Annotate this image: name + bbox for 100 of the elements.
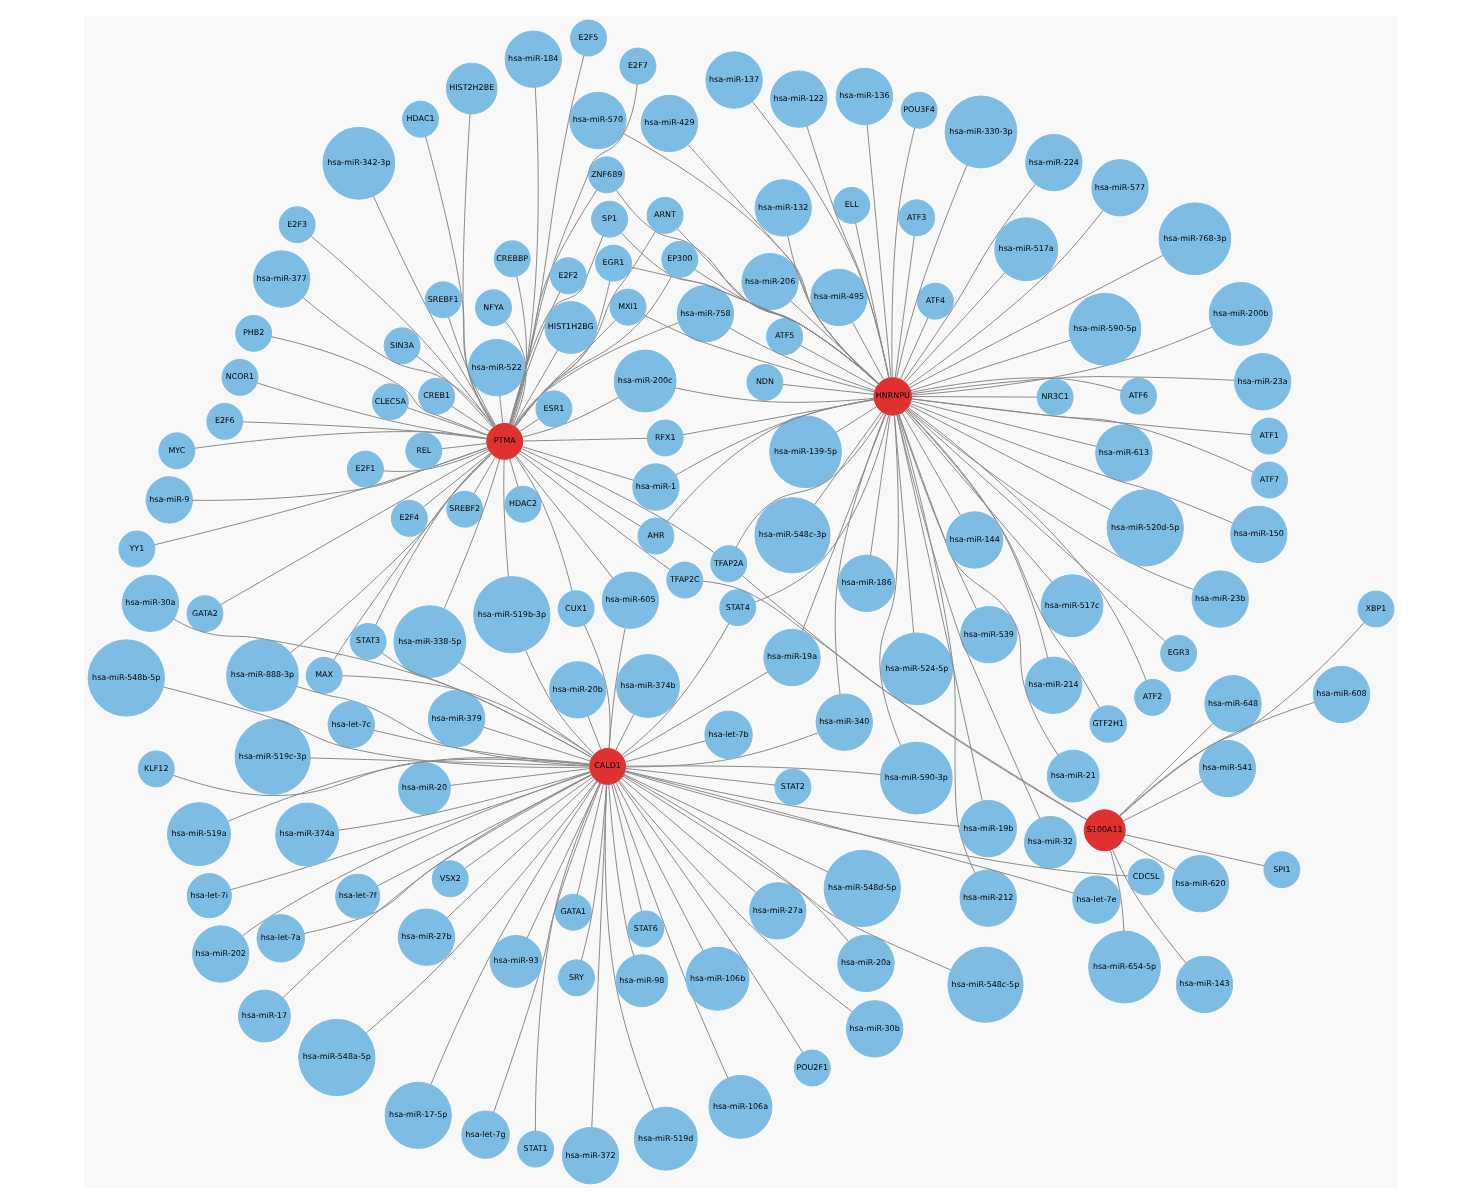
connector: [896, 414, 983, 802]
connector: [910, 339, 1072, 392]
connector: [509, 55, 585, 425]
connector: [230, 772, 591, 891]
connector: [625, 732, 819, 768]
connector: [256, 382, 488, 440]
connector: [676, 228, 879, 384]
connector: [834, 413, 886, 695]
connector: [448, 316, 496, 426]
connector: [515, 230, 657, 428]
connector: [910, 400, 1097, 447]
connector: [616, 189, 879, 384]
connector: [509, 83, 638, 425]
connector: [583, 624, 611, 749]
connector: [904, 410, 1053, 583]
connector: [615, 782, 704, 952]
connector: [687, 144, 879, 385]
connector: [194, 431, 488, 449]
connector: [525, 650, 595, 755]
connector: [893, 415, 915, 634]
connector: [675, 398, 875, 476]
connector: [509, 189, 598, 425]
connector: [675, 387, 875, 403]
connector: [621, 777, 757, 893]
connector: [907, 408, 1194, 591]
connector: [591, 783, 608, 1128]
connector: [894, 235, 915, 379]
connector: [509, 458, 519, 488]
connector: [296, 685, 590, 767]
connector: [729, 327, 876, 392]
connector: [622, 133, 879, 385]
connector: [514, 275, 673, 427]
connector: [587, 715, 602, 750]
connector: [903, 183, 1037, 382]
connector: [310, 235, 495, 428]
connector: [801, 413, 887, 632]
connector: [173, 618, 593, 758]
connector: [896, 164, 968, 379]
connector: [407, 407, 488, 436]
connector: [694, 269, 879, 384]
connector: [242, 421, 488, 440]
connector: [906, 408, 1166, 642]
connector: [519, 418, 540, 432]
connector: [608, 627, 626, 749]
connector: [309, 757, 591, 767]
connector: [622, 671, 768, 758]
connector: [493, 782, 602, 1113]
connector: [617, 780, 804, 1054]
connector: [522, 437, 648, 442]
connector: [521, 396, 620, 438]
connector: [521, 446, 635, 481]
connector: [806, 125, 890, 379]
connector: [835, 406, 878, 433]
connector: [911, 396, 1038, 398]
connector: [896, 414, 1041, 820]
connector: [449, 768, 591, 786]
connector: [441, 442, 488, 450]
connector: [464, 776, 594, 869]
connector: [473, 456, 496, 495]
connector: [163, 686, 590, 768]
connector: [682, 399, 875, 436]
connector: [624, 770, 1075, 894]
connector: [613, 783, 729, 1079]
connector: [282, 774, 592, 999]
connector: [621, 623, 730, 756]
connector: [483, 726, 591, 762]
connector: [376, 774, 593, 887]
connector: [905, 272, 1006, 383]
connector: [509, 291, 561, 425]
connector: [615, 713, 635, 751]
connector: [623, 773, 829, 873]
connector: [372, 195, 496, 427]
connector: [1119, 701, 1315, 817]
connector: [1109, 849, 1125, 932]
connector: [852, 322, 885, 381]
connector: [430, 781, 598, 1085]
connector: [333, 453, 492, 661]
connector: [625, 765, 882, 775]
connector: [375, 453, 492, 626]
connector: [624, 770, 961, 827]
connector: [604, 784, 655, 1110]
connector: [513, 322, 679, 427]
connector: [911, 398, 1254, 473]
connector: [905, 409, 1100, 709]
connector: [608, 784, 635, 957]
connector: [909, 255, 1164, 388]
connector: [504, 320, 527, 426]
connector: [900, 317, 929, 380]
connector: [526, 782, 601, 939]
connector: [870, 414, 891, 556]
connector: [1124, 834, 1265, 867]
connector: [515, 280, 611, 428]
connector: [1122, 780, 1203, 822]
connector: [576, 783, 604, 896]
connector: [446, 778, 595, 919]
connector: [451, 405, 491, 432]
connector: [897, 414, 976, 874]
connector: [624, 740, 707, 763]
connector: [907, 407, 1147, 681]
connector: [611, 783, 643, 912]
